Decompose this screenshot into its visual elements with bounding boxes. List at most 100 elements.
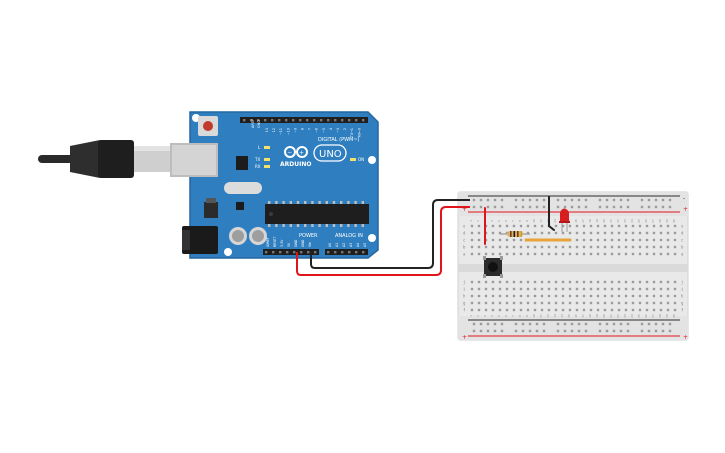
- breadboard-hole[interactable]: [542, 198, 546, 202]
- breadboard-hole[interactable]: [519, 252, 523, 256]
- breadboard-hole[interactable]: [498, 231, 502, 235]
- breadboard-hole[interactable]: [610, 252, 614, 256]
- breadboard-hole[interactable]: [484, 301, 488, 305]
- breadboard-hole[interactable]: [547, 231, 551, 235]
- breadboard-hole[interactable]: [668, 329, 672, 333]
- breadboard-hole[interactable]: [575, 280, 579, 284]
- header-pin[interactable]: [265, 251, 268, 254]
- breadboard-hole[interactable]: [577, 205, 581, 209]
- breadboard-hole[interactable]: [484, 294, 488, 298]
- header-pin[interactable]: [279, 251, 282, 254]
- breadboard-hole[interactable]: [603, 224, 607, 228]
- breadboard-hole[interactable]: [470, 252, 474, 256]
- breadboard-hole[interactable]: [652, 280, 656, 284]
- breadboard-hole[interactable]: [554, 294, 558, 298]
- breadboard-hole[interactable]: [535, 329, 539, 333]
- breadboard-hole[interactable]: [477, 280, 481, 284]
- breadboard-hole[interactable]: [493, 198, 497, 202]
- breadboard-hole[interactable]: [554, 301, 558, 305]
- breadboard-hole[interactable]: [568, 294, 572, 298]
- breadboard-hole[interactable]: [542, 322, 546, 326]
- breadboard-hole[interactable]: [626, 322, 630, 326]
- breadboard-hole[interactable]: [575, 245, 579, 249]
- breadboard-hole[interactable]: [626, 205, 630, 209]
- breadboard-hole[interactable]: [519, 238, 523, 242]
- breadboard-hole[interactable]: [470, 301, 474, 305]
- breadboard-hole[interactable]: [645, 238, 649, 242]
- breadboard-hole[interactable]: [533, 308, 537, 312]
- breadboard-hole[interactable]: [666, 252, 670, 256]
- breadboard-hole[interactable]: [666, 308, 670, 312]
- header-pin[interactable]: [300, 251, 303, 254]
- breadboard-hole[interactable]: [533, 280, 537, 284]
- breadboard-hole[interactable]: [526, 224, 530, 228]
- breadboard-hole[interactable]: [498, 287, 502, 291]
- breadboard-hole[interactable]: [540, 287, 544, 291]
- breadboard-hole[interactable]: [498, 238, 502, 242]
- breadboard-hole[interactable]: [512, 294, 516, 298]
- breadboard-hole[interactable]: [505, 238, 509, 242]
- breadboard-hole[interactable]: [584, 322, 588, 326]
- pushbutton[interactable]: [483, 256, 503, 278]
- breadboard-hole[interactable]: [589, 280, 593, 284]
- breadboard-hole[interactable]: [652, 231, 656, 235]
- breadboard-hole[interactable]: [577, 329, 581, 333]
- breadboard-hole[interactable]: [533, 294, 537, 298]
- breadboard-hole[interactable]: [582, 294, 586, 298]
- breadboard-hole[interactable]: [528, 329, 532, 333]
- breadboard-hole[interactable]: [659, 294, 663, 298]
- header-pin[interactable]: [355, 119, 358, 122]
- breadboard-hole[interactable]: [638, 301, 642, 305]
- breadboard-hole[interactable]: [661, 205, 665, 209]
- breadboard-hole[interactable]: [596, 308, 600, 312]
- breadboard-hole[interactable]: [605, 322, 609, 326]
- breadboard-hole[interactable]: [470, 245, 474, 249]
- breadboard-hole[interactable]: [638, 308, 642, 312]
- breadboard-hole[interactable]: [491, 301, 495, 305]
- breadboard-hole[interactable]: [514, 198, 518, 202]
- breadboard-hole[interactable]: [577, 322, 581, 326]
- header-pin[interactable]: [355, 251, 358, 254]
- breadboard-hole[interactable]: [498, 252, 502, 256]
- breadboard-hole[interactable]: [647, 329, 651, 333]
- breadboard-hole[interactable]: [631, 280, 635, 284]
- breadboard-hole[interactable]: [584, 205, 588, 209]
- breadboard-hole[interactable]: [638, 245, 642, 249]
- breadboard-hole[interactable]: [570, 322, 574, 326]
- breadboard-hole[interactable]: [652, 245, 656, 249]
- breadboard-hole[interactable]: [498, 301, 502, 305]
- breadboard-hole[interactable]: [477, 238, 481, 242]
- header-pin[interactable]: [292, 119, 295, 122]
- breadboard-hole[interactable]: [596, 238, 600, 242]
- breadboard-hole[interactable]: [575, 294, 579, 298]
- breadboard-hole[interactable]: [561, 308, 565, 312]
- breadboard-hole[interactable]: [582, 224, 586, 228]
- breadboard-hole[interactable]: [512, 252, 516, 256]
- breadboard-hole[interactable]: [540, 301, 544, 305]
- breadboard-hole[interactable]: [659, 287, 663, 291]
- breadboard-hole[interactable]: [561, 231, 565, 235]
- breadboard-hole[interactable]: [486, 322, 490, 326]
- breadboard-hole[interactable]: [526, 287, 530, 291]
- breadboard-hole[interactable]: [491, 231, 495, 235]
- breadboard-hole[interactable]: [626, 198, 630, 202]
- breadboard-hole[interactable]: [652, 301, 656, 305]
- breadboard-hole[interactable]: [631, 308, 635, 312]
- breadboard-hole[interactable]: [526, 294, 530, 298]
- breadboard-hole[interactable]: [617, 287, 621, 291]
- breadboard-hole[interactable]: [666, 224, 670, 228]
- breadboard-hole[interactable]: [575, 308, 579, 312]
- breadboard-hole[interactable]: [631, 238, 635, 242]
- breadboard-hole[interactable]: [561, 224, 565, 228]
- breadboard-hole[interactable]: [640, 329, 644, 333]
- breadboard-hole[interactable]: [554, 245, 558, 249]
- breadboard-hole[interactable]: [526, 231, 530, 235]
- breadboard-hole[interactable]: [561, 294, 565, 298]
- breadboard-hole[interactable]: [598, 329, 602, 333]
- breadboard-hole[interactable]: [624, 252, 628, 256]
- header-pin[interactable]: [278, 119, 281, 122]
- breadboard-hole[interactable]: [568, 252, 572, 256]
- header-pin[interactable]: [362, 251, 365, 254]
- breadboard-hole[interactable]: [647, 322, 651, 326]
- breadboard-hole[interactable]: [484, 252, 488, 256]
